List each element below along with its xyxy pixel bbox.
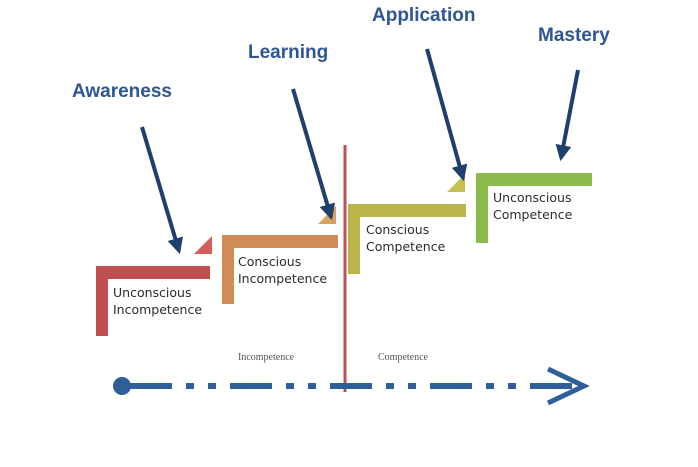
stage-label-application: Application [372, 5, 475, 26]
step-bracket [96, 266, 210, 336]
step-unconscious-competence: Unconscious Competence [476, 173, 592, 243]
axis-start-dot [113, 377, 131, 395]
step-conscious-incompetence: Conscious Incompetence [222, 206, 338, 304]
axis-arrowhead [546, 366, 590, 406]
progress-axis-arrow [113, 366, 590, 406]
step-bracket [222, 235, 338, 304]
step-label-line2: Competence [493, 207, 573, 222]
step-label-line1: Unconscious [113, 285, 191, 300]
step-label-line1: Unconscious [493, 190, 571, 205]
step-corner-triangle [194, 236, 212, 254]
zone-label-competence: Competence [378, 352, 429, 363]
stage-label-learning: Learning [248, 42, 328, 63]
pointer-arrow-application [425, 48, 468, 182]
step-label-line2: Incompetence [113, 302, 202, 317]
stage-label-mastery: Mastery [538, 25, 610, 46]
step-conscious-competence: Conscious Competence [348, 174, 466, 274]
step-label-line2: Competence [366, 239, 446, 254]
step-label-line1: Conscious [366, 222, 429, 237]
step-label-line2: Incompetence [238, 271, 327, 286]
step-unconscious-incompetence: Unconscious Incompetence [96, 236, 212, 336]
step-bracket [476, 173, 592, 243]
pointer-arrow-awareness [140, 126, 184, 255]
pointer-arrow-learning [291, 88, 336, 221]
step-label-line1: Conscious [238, 254, 301, 269]
step-bracket [348, 204, 466, 274]
stage-label-awareness: Awareness [72, 81, 172, 102]
pointer-arrow-mastery [555, 69, 580, 162]
zone-label-incompetence: Incompetence [238, 352, 295, 363]
